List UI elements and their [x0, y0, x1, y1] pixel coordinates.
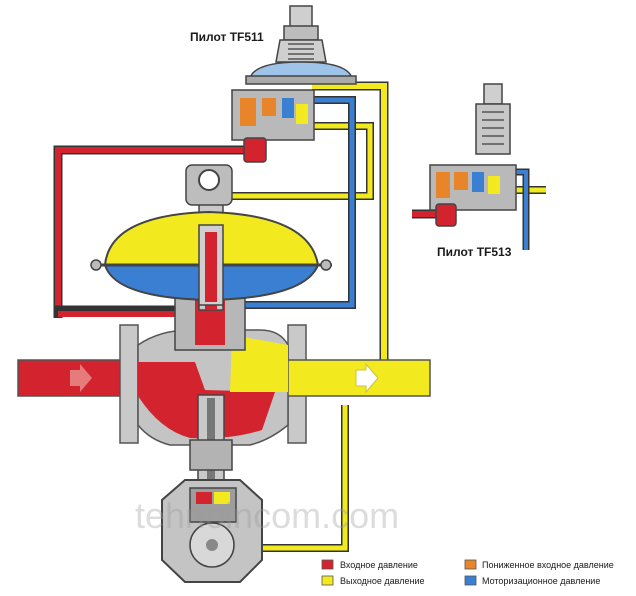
pilot-tf511-label: Пилот TF511: [190, 30, 264, 44]
watermark-text: tehnoincom.com: [135, 495, 399, 536]
main-valve: [90, 164, 332, 491]
inlet-flow-arrow: [70, 364, 92, 392]
legend-swatch-inlet: [321, 559, 334, 570]
legend-label-motorization: Моторизационное давление: [482, 576, 600, 586]
pilot-tf513: Пилот TF513: [412, 83, 546, 259]
bottom-actuator: [161, 479, 263, 583]
legend-swatch-reduced-inlet: [464, 559, 477, 570]
outlet-flow-arrow: [355, 362, 379, 394]
legend-label-outlet: Выходное давление: [340, 576, 425, 586]
legend-swatch-motorization: [464, 575, 477, 586]
pilot-tf511: Пилот TF511: [190, 5, 357, 163]
legend-label-reduced-inlet: Пониженное входное давление: [482, 560, 614, 570]
legend-label-inlet: Входное давление: [340, 560, 418, 570]
legend-swatch-outlet: [321, 575, 334, 586]
legend: Входное давление Пониженное входное давл…: [321, 559, 614, 586]
impulse-lines: [53, 81, 389, 552]
pilot-tf513-label: Пилот TF513: [437, 245, 512, 259]
